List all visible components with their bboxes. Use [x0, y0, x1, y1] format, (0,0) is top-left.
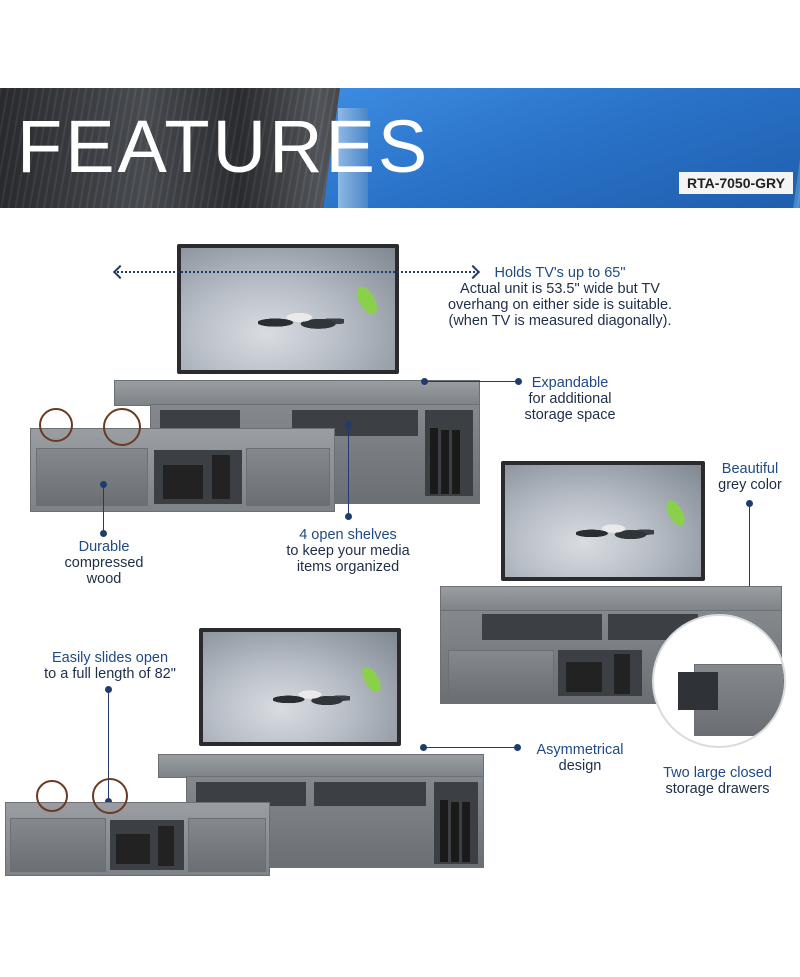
leader-dot — [100, 481, 107, 488]
tv-screen — [203, 632, 397, 742]
features-banner: FEATURES RTA-7050-GRY — [0, 88, 800, 208]
callout-line: design — [558, 758, 602, 774]
callout-asymmetrical: Asymmetrical design — [520, 742, 640, 774]
leader-line — [425, 381, 518, 382]
leader-dot — [345, 421, 352, 428]
leader-line — [424, 747, 517, 748]
callout-line: (when TV is measured diagonally). — [448, 313, 672, 329]
leader-line — [348, 425, 349, 515]
book — [451, 802, 459, 862]
drawer-front — [246, 448, 330, 506]
callout-headline: Expandable — [531, 375, 609, 391]
leader-dot — [100, 530, 107, 537]
callout-line: to a full length of 82" — [44, 666, 176, 682]
callout-headline: Asymmetrical — [536, 742, 624, 758]
wood-edge — [338, 108, 368, 208]
callout-line: Actual unit is 53.5" wide but TV — [460, 281, 660, 297]
leader-dot — [746, 500, 753, 507]
callout-line: storage space — [524, 407, 616, 423]
leader-dot — [105, 686, 112, 693]
leader-line — [103, 485, 104, 533]
decor-bike-wheel — [92, 778, 128, 814]
open-shelf — [314, 782, 426, 806]
leader-line — [749, 504, 750, 616]
tv-screen — [181, 248, 395, 370]
banner-title: FEATURES — [17, 105, 431, 188]
callout-headline: 4 open shelves — [299, 527, 397, 543]
decor-bike-wheel — [39, 408, 73, 442]
smart-speaker — [212, 455, 230, 499]
callout-drawers: Two large closed storage drawers — [645, 765, 790, 797]
open-shelf — [482, 614, 602, 640]
callout-color: Beautiful grey color — [700, 461, 800, 493]
decor-bike-wheel — [36, 780, 68, 812]
callout-headline: Durable — [78, 539, 130, 555]
callout-line: to keep your media — [286, 543, 410, 559]
drawer-front — [188, 818, 266, 872]
speaker — [566, 662, 602, 692]
decor-bike-wheel — [103, 408, 141, 446]
callout-line: for additional — [528, 391, 612, 407]
callout-tv-size: Holds TV's up to 65" Actual unit is 53.5… — [420, 265, 700, 329]
tv-right — [501, 461, 705, 581]
speaker — [163, 465, 203, 499]
smart-speaker — [158, 826, 174, 866]
book — [430, 428, 438, 494]
callout-headline: Easily slides open — [51, 650, 169, 666]
callout-slides: Easily slides open to a full length of 8… — [30, 650, 190, 682]
speaker — [116, 834, 150, 864]
console-bottom-upper — [158, 754, 484, 778]
book — [441, 430, 449, 494]
callout-line: wood — [86, 571, 122, 587]
leader-dot — [421, 378, 428, 385]
callout-line: storage drawers — [665, 781, 770, 797]
leader-dot — [345, 513, 352, 520]
tv-top — [177, 244, 399, 374]
width-dotted-line — [117, 271, 475, 273]
leader-dot — [420, 744, 427, 751]
callout-headline: Holds TV's up to 65" — [494, 265, 626, 281]
callout-expandable: Expandable for additional storage space — [505, 375, 635, 423]
book — [452, 430, 460, 494]
drawer-interior — [678, 672, 718, 710]
book — [440, 800, 448, 862]
arrow-left-icon — [112, 264, 128, 280]
model-number-badge: RTA-7050-GRY — [678, 172, 793, 194]
tv-bottom — [199, 628, 401, 746]
tv-screen — [505, 465, 701, 577]
callout-line: compressed — [64, 555, 144, 571]
drawer-detail-circle — [652, 614, 786, 748]
callout-line: overhang on either side is suitable. — [447, 297, 673, 313]
callout-headline: Two large closed — [663, 765, 772, 781]
callout-durable: Durable compressed wood — [45, 539, 163, 587]
callout-line: items organized — [296, 559, 400, 575]
console-right-upper — [440, 586, 782, 612]
book — [462, 802, 470, 862]
drawer-front — [10, 818, 106, 872]
leader-dot — [515, 378, 522, 385]
smart-speaker — [614, 654, 630, 694]
drawer-front — [36, 448, 148, 506]
callout-shelves: 4 open shelves to keep your media items … — [268, 527, 428, 575]
callout-headline: Beautiful — [721, 461, 779, 477]
callout-line: grey color — [718, 477, 782, 493]
drawer-front — [448, 650, 554, 700]
leader-dot — [514, 744, 521, 751]
leader-line — [108, 690, 109, 802]
